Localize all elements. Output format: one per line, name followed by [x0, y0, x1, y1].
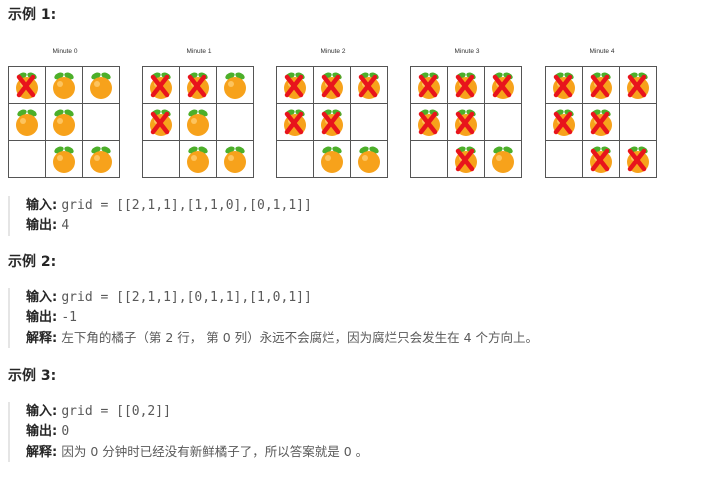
output-label: 输出: — [26, 424, 58, 439]
minute-grid — [142, 66, 254, 178]
explain-label: 解释: — [26, 331, 58, 346]
grid-cell-rotten — [180, 67, 217, 104]
input-value: grid = [[0,2]] — [61, 404, 171, 419]
grid-cell-fresh — [217, 141, 254, 178]
grid-cell-rotten — [9, 67, 46, 104]
grid-cell-rotten — [314, 104, 351, 141]
grid-cell-rotten — [546, 67, 583, 104]
input-value: grid = [[2,1,1],[1,1,0],[0,1,1]] — [61, 198, 312, 213]
grid-cell-fresh — [314, 141, 351, 178]
example-2-block: 输入: grid = [[2,1,1],[0,1,1],[1,0,1]] 输出:… — [8, 288, 538, 348]
grid-cell-fresh — [46, 141, 83, 178]
grid-cell-rotten — [448, 104, 485, 141]
grid-cell-rotten — [351, 67, 388, 104]
grid-cell-fresh — [83, 67, 120, 104]
minute-grid — [545, 66, 657, 178]
example-3-heading: 示例 3: — [8, 368, 57, 384]
grid-cell-fresh — [83, 141, 120, 178]
grid-cell-empty — [277, 141, 314, 178]
output-label: 输出: — [26, 218, 58, 233]
grid-cell-empty — [217, 104, 254, 141]
grid-cell-empty — [9, 141, 46, 178]
example-1-input-line: 输入: grid = [[2,1,1],[1,1,0],[0,1,1]] — [26, 196, 312, 216]
grid-cell-rotten — [411, 104, 448, 141]
grid-cell-rotten — [583, 104, 620, 141]
input-value: grid = [[2,1,1],[0,1,1],[1,0,1]] — [61, 290, 312, 305]
grid-cell-rotten — [411, 67, 448, 104]
input-label: 输入: — [26, 404, 58, 419]
example-2-input-line: 输入: grid = [[2,1,1],[0,1,1],[1,0,1]] — [26, 288, 538, 308]
example-1-block: 输入: grid = [[2,1,1],[1,1,0],[0,1,1]] 输出:… — [8, 196, 312, 236]
grid-cell-rotten — [620, 67, 657, 104]
grid-cell-rotten — [583, 67, 620, 104]
output-value: -1 — [61, 310, 77, 325]
minute-label: Minute 1 — [186, 48, 212, 55]
minute-label: Minute 4 — [589, 48, 615, 55]
input-label: 输入: — [26, 290, 58, 305]
output-label: 输出: — [26, 310, 58, 325]
output-value: 0 — [61, 424, 70, 439]
grid-cell-rotten — [448, 141, 485, 178]
grid-cell-fresh — [180, 141, 217, 178]
explain-label: 解释: — [26, 445, 58, 460]
explain-value: 左下角的橘子（第 2 行， 第 0 列）永远不会腐烂，因为腐烂只会发生在 4 个… — [61, 330, 539, 345]
grid-cell-rotten — [143, 67, 180, 104]
grid-cell-fresh — [46, 104, 83, 141]
minute-label: Minute 0 — [52, 48, 78, 55]
grid-cell-empty — [411, 141, 448, 178]
grid-cell-fresh — [485, 141, 522, 178]
grid-cell-fresh — [180, 104, 217, 141]
grid-cell-rotten — [277, 67, 314, 104]
example-2-explain-line: 解释: 左下角的橘子（第 2 行， 第 0 列）永远不会腐烂，因为腐烂只会发生在… — [26, 328, 538, 348]
example-3-output-line: 输出: 0 — [26, 422, 368, 442]
minute-label: Minute 2 — [320, 48, 346, 55]
grid-cell-fresh — [351, 141, 388, 178]
grid-cell-empty — [620, 104, 657, 141]
grid-cell-rotten — [620, 141, 657, 178]
minute-grid — [276, 66, 388, 178]
grid-cell-fresh — [46, 67, 83, 104]
minute-label: Minute 3 — [454, 48, 480, 55]
example-3-input-line: 输入: grid = [[0,2]] — [26, 402, 368, 422]
explain-value: 因为 0 分钟时已经没有新鲜橘子了，所以答案就是 0 。 — [61, 444, 369, 459]
example-1-heading: 示例 1: — [8, 7, 57, 23]
example-2-heading: 示例 2: — [8, 254, 57, 270]
minute-grid — [410, 66, 522, 178]
example-1-output-line: 输出: 4 — [26, 216, 312, 236]
output-value: 4 — [61, 218, 70, 233]
minute-grid — [8, 66, 120, 178]
grid-cell-empty — [546, 141, 583, 178]
grid-cell-fresh — [217, 67, 254, 104]
grid-cell-rotten — [546, 104, 583, 141]
example-3-explain-line: 解释: 因为 0 分钟时已经没有新鲜橘子了，所以答案就是 0 。 — [26, 442, 368, 462]
grid-cell-empty — [485, 104, 522, 141]
grid-cell-empty — [351, 104, 388, 141]
grid-cell-rotten — [143, 104, 180, 141]
grid-cell-rotten — [277, 104, 314, 141]
grid-cell-rotten — [314, 67, 351, 104]
grid-cell-fresh — [9, 104, 46, 141]
input-label: 输入: — [26, 198, 58, 213]
grid-cell-empty — [83, 104, 120, 141]
example-2-output-line: 输出: -1 — [26, 308, 538, 328]
grid-cell-rotten — [448, 67, 485, 104]
grid-cell-rotten — [583, 141, 620, 178]
example-3-block: 输入: grid = [[0,2]] 输出: 0 解释: 因为 0 分钟时已经没… — [8, 402, 368, 462]
grid-cell-empty — [143, 141, 180, 178]
grid-cell-rotten — [485, 67, 522, 104]
